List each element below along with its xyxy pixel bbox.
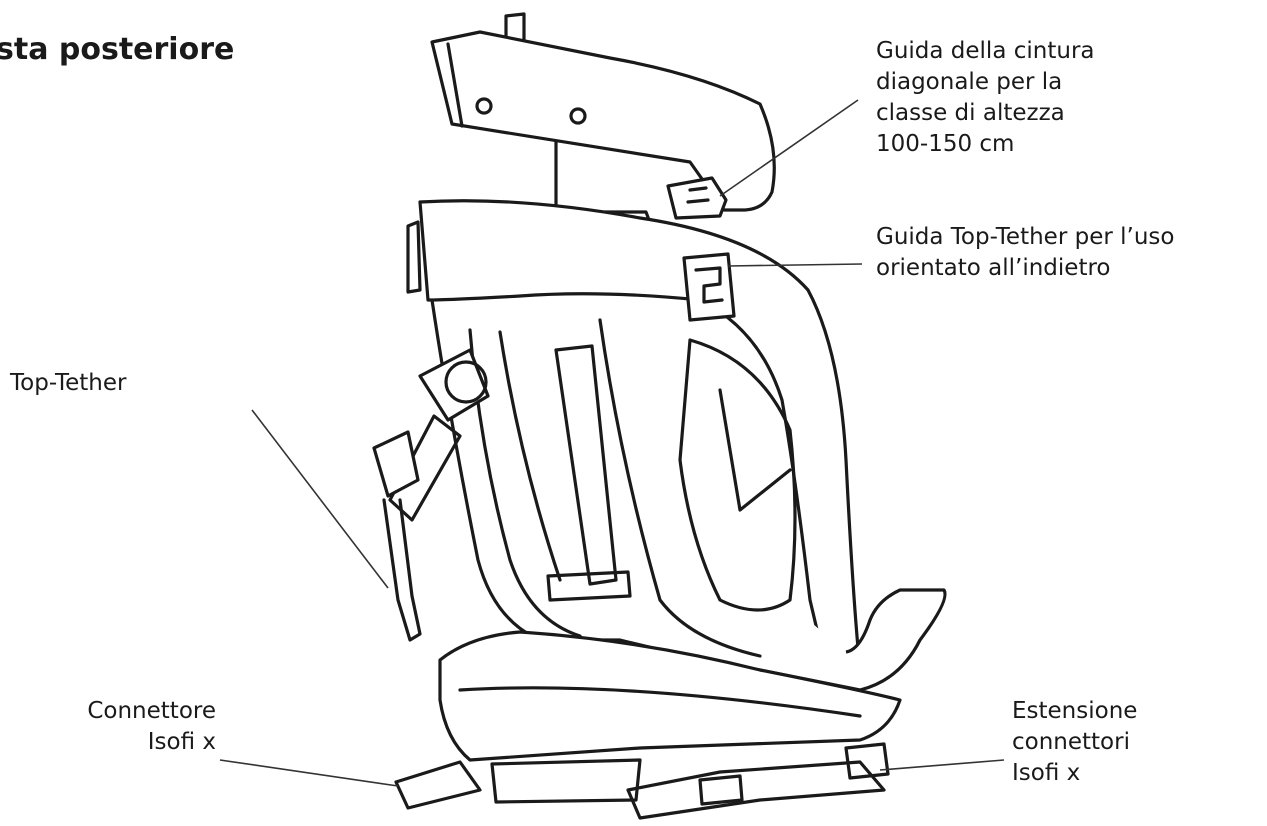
tether-hook bbox=[382, 498, 422, 642]
harness-strap bbox=[554, 344, 618, 586]
label-line: Isofi x bbox=[147, 729, 216, 755]
label-top-tether-guide: Guida Top-Tether per l’uso orientato all… bbox=[876, 222, 1174, 284]
isofix-latch bbox=[698, 774, 744, 806]
isofix-extension bbox=[626, 760, 886, 820]
belt-guide-slot bbox=[686, 186, 710, 204]
diagonal-belt-guide bbox=[666, 176, 728, 220]
harness-buckle bbox=[546, 570, 632, 602]
label-line: diagonale per la bbox=[876, 69, 1063, 95]
label-top-tether: Top-Tether bbox=[10, 368, 127, 399]
side-cushion bbox=[678, 338, 797, 612]
cushion-crease bbox=[718, 388, 792, 512]
label-line: Guida Top-Tether per l’uso bbox=[876, 224, 1175, 250]
label-line: classe di altezza bbox=[876, 100, 1065, 126]
base-foot bbox=[490, 758, 642, 804]
shell-contour bbox=[498, 330, 562, 582]
label-line: connettori bbox=[1012, 729, 1130, 755]
tether-reel bbox=[444, 360, 488, 404]
label-line: Isofi x bbox=[1012, 760, 1081, 786]
diagram-title: sta posteriore bbox=[0, 32, 235, 67]
leader-isofix-extension bbox=[879, 759, 1005, 771]
leader-isofix-connector bbox=[219, 759, 399, 787]
label-line: orientato all’indietro bbox=[876, 255, 1111, 281]
label-isofix-extension: Estensione connettori Isofi x bbox=[1012, 696, 1137, 789]
leader-belt-guide bbox=[719, 99, 859, 197]
label-line: Estensione bbox=[1012, 698, 1138, 724]
top-tether-guide bbox=[682, 252, 736, 322]
label-line: Connettore bbox=[87, 698, 216, 724]
label-line: 100-150 cm bbox=[876, 131, 1015, 157]
top-tether-guide-slot bbox=[694, 266, 724, 304]
leader-top-tether bbox=[251, 409, 389, 589]
base-contour bbox=[458, 686, 862, 718]
tether-buckle bbox=[372, 430, 420, 498]
headrest-inner bbox=[446, 42, 464, 128]
leader-top-tether-guide bbox=[727, 263, 863, 267]
label-line: Top-Tether bbox=[10, 370, 127, 396]
label-line: Guida della cintura bbox=[876, 38, 1095, 64]
headrest bbox=[430, 30, 776, 212]
seat-base bbox=[438, 630, 902, 762]
isofix-connector bbox=[394, 760, 482, 810]
side-clip bbox=[406, 220, 422, 294]
label-isofix-connector: Connettore Isofi x bbox=[20, 696, 216, 758]
headrest-hole bbox=[569, 107, 587, 125]
label-belt-guide: Guida della cintura diagonale per la cla… bbox=[876, 36, 1095, 160]
isofix-end bbox=[844, 742, 890, 780]
shell-contour bbox=[598, 318, 762, 658]
headrest-hole bbox=[475, 97, 493, 115]
